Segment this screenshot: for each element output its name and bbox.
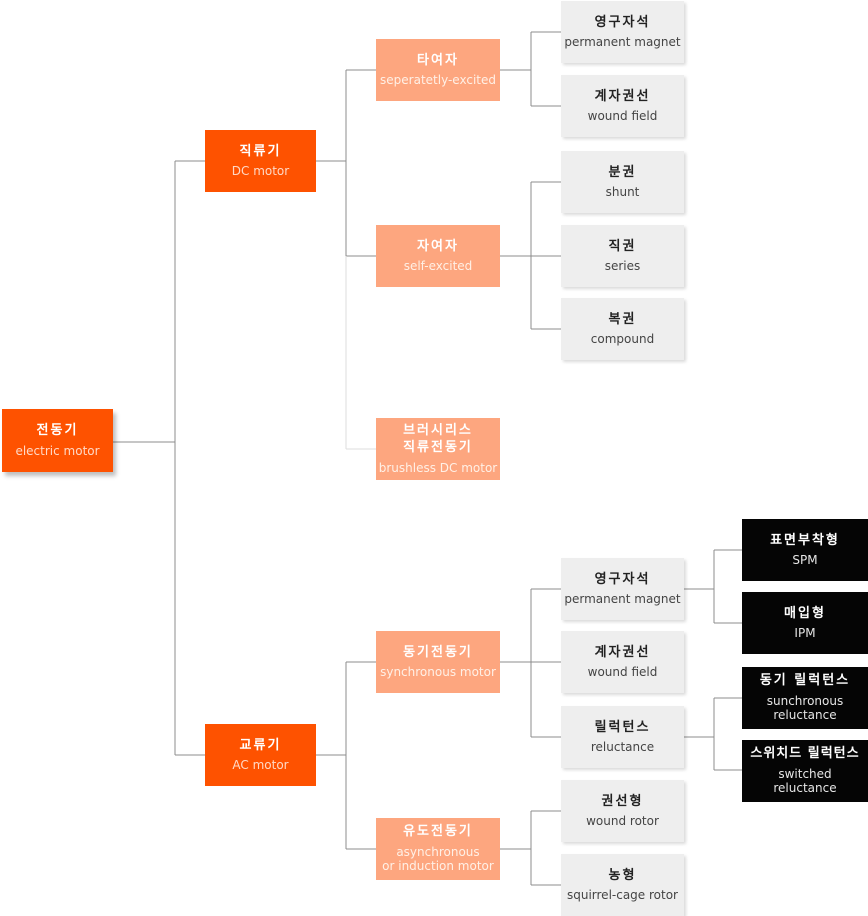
node-switched-reluctance: 스위치드 릴럭턴스 switched reluctance: [742, 740, 868, 802]
node-dc-wound-field-ko: 계자권선: [594, 88, 651, 104]
node-dc-motor: 직류기 DC motor: [205, 130, 316, 192]
node-ac-motor: 교류기 AC motor: [205, 724, 316, 786]
node-wound-rotor-ko: 권선형: [601, 793, 644, 809]
node-squirrel-cage-rotor-ko: 농형: [608, 867, 637, 883]
node-synchronous-reluctance: 동기 릴럭턴스 sunchronous reluctance: [742, 667, 868, 729]
node-ipm-ko: 매입형: [784, 605, 826, 621]
node-separately-excited-ko: 타여자: [417, 52, 459, 68]
node-ac-permanent-magnet: 영구자석 permanent magnet: [561, 558, 684, 620]
node-squirrel-cage-rotor: 농형 squirrel-cage rotor: [561, 854, 684, 916]
node-electric-motor-en: electric motor: [15, 443, 100, 458]
node-separately-excited: 타여자 seperatetly-excited: [376, 39, 500, 101]
node-ac-wound-field-ko: 계자권선: [594, 644, 651, 660]
node-ac-permanent-magnet-ko: 영구자석: [594, 571, 651, 587]
node-compound: 복권 compound: [561, 298, 684, 360]
node-shunt-ko: 분권: [608, 164, 637, 180]
node-dc-permanent-magnet-en: permanent magnet: [564, 35, 681, 50]
node-switched-reluctance-ko: 스위치드 릴럭턴스: [750, 746, 860, 762]
node-self-excited: 자여자 self-excited: [376, 225, 500, 287]
node-separately-excited-en: seperatetly-excited: [380, 73, 496, 88]
node-spm-en: SPM: [792, 553, 818, 568]
node-ac-wound-field: 계자권선 wound field: [561, 631, 684, 693]
node-dc-motor-en: DC motor: [231, 164, 290, 179]
node-ipm: 매입형 IPM: [742, 592, 868, 654]
node-synchronous-motor-ko: 동기전동기: [403, 644, 473, 660]
node-switched-reluctance-en-line1: switched: [778, 766, 832, 781]
node-induction-motor-ko: 유도전동기: [403, 824, 473, 840]
node-shunt-en: shunt: [605, 185, 640, 200]
node-wound-rotor: 권선형 wound rotor: [561, 780, 684, 842]
node-ac-permanent-magnet-en: permanent magnet: [564, 592, 681, 607]
node-spm: 표면부착형 SPM: [742, 519, 868, 581]
node-dc-permanent-magnet-ko: 영구자석: [594, 14, 651, 30]
node-induction-motor: 유도전동기 asynchronous or induction motor: [376, 818, 500, 880]
node-dc-wound-field: 계자권선 wound field: [561, 75, 684, 137]
node-synchronous-reluctance-en-line2: reluctance: [773, 708, 837, 723]
node-ac-motor-ko: 교류기: [239, 737, 282, 753]
node-wound-rotor-en: wound rotor: [586, 814, 659, 829]
node-induction-motor-en-line2: or induction motor: [382, 859, 494, 874]
node-brushless-ko-line2: 직류전동기: [403, 440, 473, 456]
node-synchronous-motor: 동기전동기 synchronous motor: [376, 631, 500, 693]
node-shunt: 분권 shunt: [561, 151, 684, 213]
node-reluctance-en: reluctance: [590, 740, 655, 755]
node-induction-motor-en-line1: asynchronous: [396, 844, 480, 859]
node-synchronous-reluctance-en-line1: sunchronous: [766, 693, 844, 708]
node-dc-wound-field-en: wound field: [587, 109, 658, 124]
node-series-en: series: [604, 259, 641, 274]
node-compound-en: compound: [590, 332, 655, 347]
node-electric-motor-ko: 전동기: [36, 423, 79, 438]
node-series: 직권 series: [561, 225, 684, 287]
node-dc-motor-ko: 직류기: [239, 143, 282, 159]
node-self-excited-ko: 자여자: [417, 238, 459, 254]
node-self-excited-en: self-excited: [403, 259, 473, 274]
node-ac-motor-en: AC motor: [232, 758, 289, 773]
node-spm-ko: 표면부착형: [770, 532, 840, 548]
node-dc-permanent-magnet: 영구자석 permanent magnet: [561, 1, 684, 63]
node-compound-ko: 복권: [608, 311, 637, 327]
node-brushless-dc-motor: 브러시리스 직류전동기 brushless DC motor: [376, 418, 500, 480]
node-ac-wound-field-en: wound field: [587, 665, 658, 680]
node-switched-reluctance-en-line2: reluctance: [773, 781, 837, 796]
node-reluctance-ko: 릴럭턴스: [594, 719, 651, 735]
node-synchronous-reluctance-ko: 동기 릴럭턴스: [759, 673, 851, 689]
node-brushless-en: brushless DC motor: [378, 460, 498, 475]
node-squirrel-cage-rotor-en: squirrel-cage rotor: [566, 888, 678, 903]
node-synchronous-motor-en: synchronous motor: [380, 665, 496, 680]
node-electric-motor: 전동기 electric motor: [2, 409, 113, 472]
node-series-ko: 직권: [608, 238, 637, 254]
node-ipm-en: IPM: [794, 626, 816, 641]
node-brushless-ko-line1: 브러시리스: [403, 422, 473, 438]
node-reluctance: 릴럭턴스 reluctance: [561, 706, 684, 768]
